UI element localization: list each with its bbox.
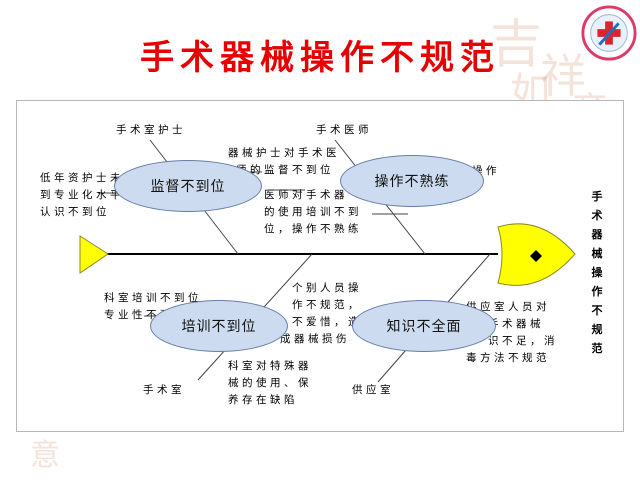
effect-char: 不 bbox=[590, 301, 604, 320]
source-label-bottom-left: 手术室 bbox=[143, 382, 185, 399]
source-label-top-right: 手术医师 bbox=[316, 122, 372, 139]
cause-text: 认识不到位 bbox=[40, 204, 110, 221]
category-supervision: 监督不到位 bbox=[114, 160, 262, 212]
source-label-bottom-right: 供应室 bbox=[352, 382, 394, 399]
effect-char: 规 bbox=[590, 320, 604, 339]
cause-text: 作不规范， bbox=[292, 297, 362, 314]
cause-text: 养存在缺陷 bbox=[228, 392, 298, 409]
effect-char: 器 bbox=[590, 225, 604, 244]
effect-char: 操 bbox=[590, 263, 604, 282]
cause-text: 手术器械 bbox=[488, 316, 544, 333]
category-training: 培训不到位 bbox=[150, 300, 288, 352]
cause-text: 个别人员操 bbox=[292, 280, 362, 297]
effect-char: 术 bbox=[590, 206, 604, 225]
cause-text: 的使用培训不到 bbox=[264, 204, 362, 221]
cause-text: 到专业化水平 bbox=[40, 187, 124, 204]
cause-text: 成器械损伤 bbox=[280, 331, 350, 348]
effect-char: 作 bbox=[590, 282, 604, 301]
effect-char: 手 bbox=[590, 187, 604, 206]
cause-text: 科室对特殊器 bbox=[228, 358, 312, 375]
category-operation: 操作不熟练 bbox=[340, 155, 484, 207]
fishbone-tail bbox=[80, 236, 108, 273]
effect-char: 械 bbox=[590, 244, 604, 263]
cause-text: 械的使用、保 bbox=[228, 375, 312, 392]
cause-text: 识不足，消 bbox=[488, 333, 558, 350]
category-knowledge: 知识不全面 bbox=[352, 300, 496, 352]
source-label-top-left: 手术室护士 bbox=[116, 122, 186, 139]
cause-text: 低年资护士未 bbox=[40, 170, 124, 187]
cause-text: 位，操作不熟练 bbox=[264, 221, 362, 238]
cause-text: 毒方法不规范 bbox=[466, 350, 550, 367]
cause-text: 医师对手术器 bbox=[264, 187, 348, 204]
effect-char: 范 bbox=[590, 339, 604, 358]
cause-text: 器械护士对手术医 bbox=[228, 145, 340, 162]
effect-label: 手 术 器 械 操 作 不 规 范 bbox=[590, 187, 604, 358]
